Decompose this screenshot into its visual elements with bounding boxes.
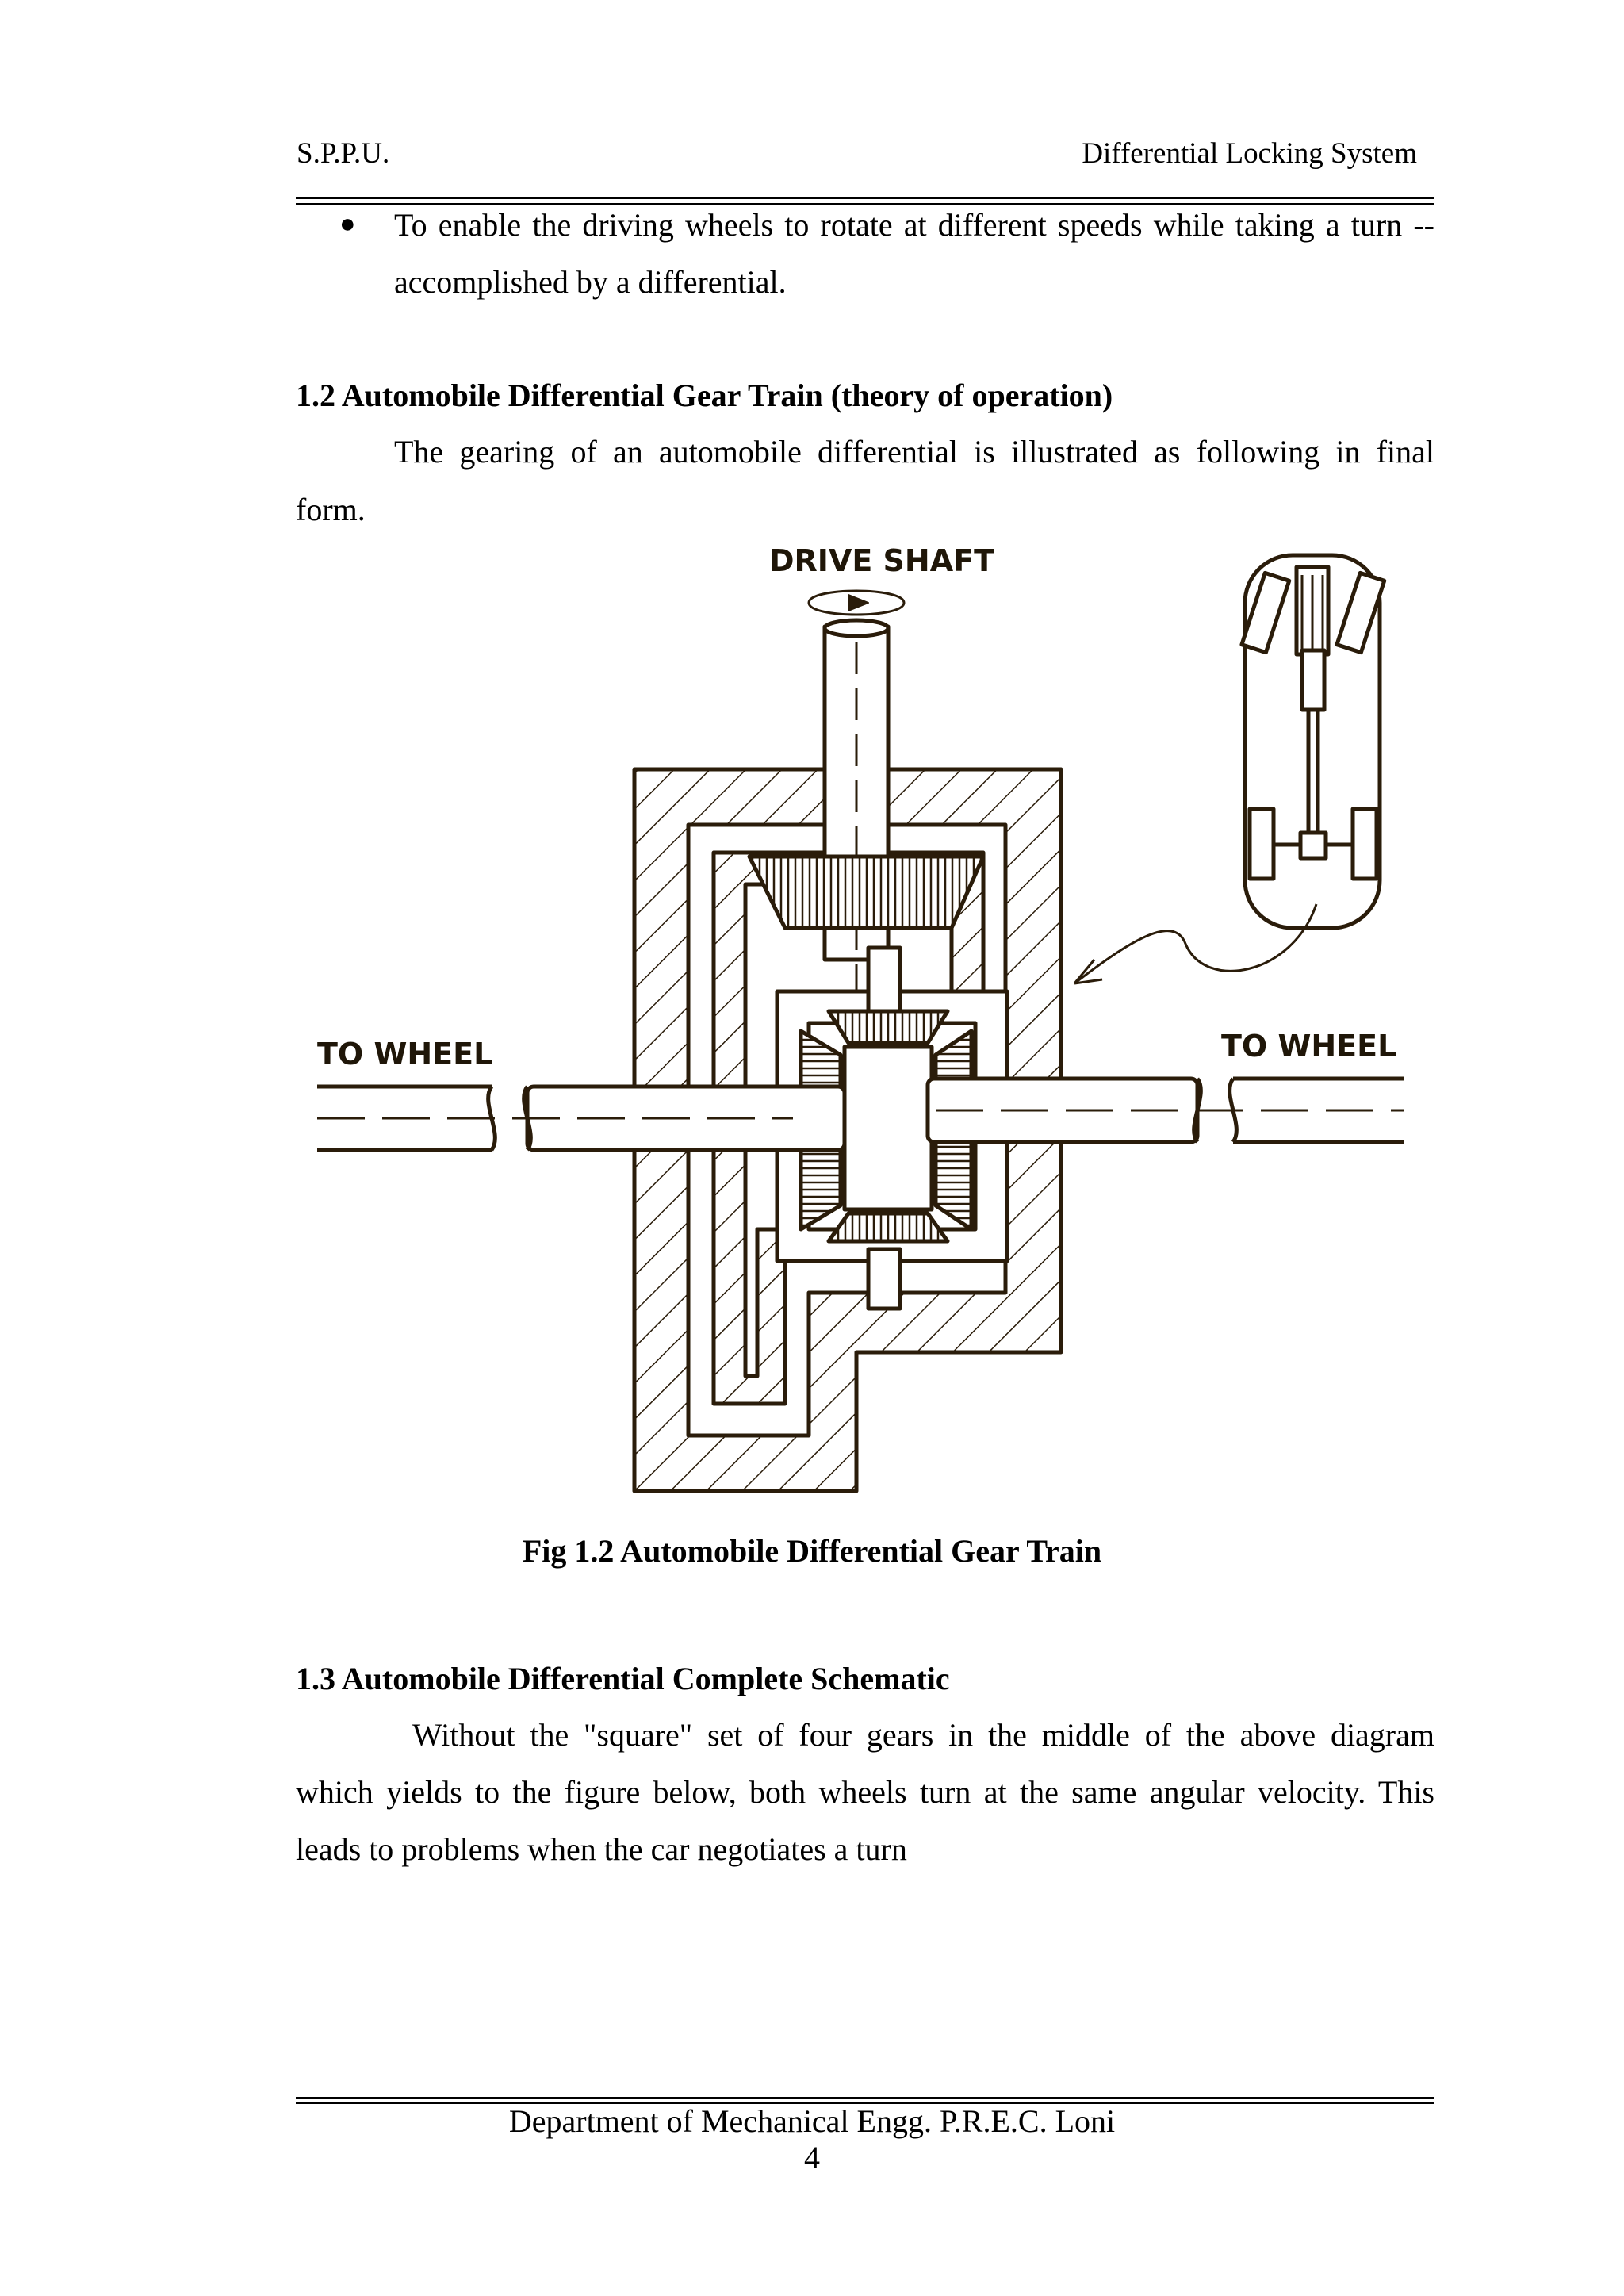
section-1-3-line-2: which yields to the figure below, both w… bbox=[296, 1774, 1434, 1810]
header-title: Differential Locking System bbox=[1082, 137, 1417, 170]
page-header: S.P.P.U. Differential Locking System bbox=[297, 136, 1426, 176]
left-axle-stub bbox=[317, 1084, 492, 1152]
leader-arrow bbox=[1074, 903, 1318, 985]
section-1-2-line-1: The gearing of an automobile differentia… bbox=[394, 434, 1434, 470]
header-rule-bottom bbox=[296, 203, 1434, 205]
spider-gear-bottom bbox=[826, 1211, 950, 1244]
bullet-line-1: To enable the driving wheels to rotate a… bbox=[394, 207, 1434, 243]
section-1-2-line-2: form. bbox=[296, 492, 366, 527]
bullet-line-2: accomplished by a differential. bbox=[394, 264, 787, 300]
footer-rule-top bbox=[296, 2097, 1434, 2099]
section-1-3-line-3: leads to problems when the car negotiate… bbox=[296, 1831, 907, 1867]
ring-gear bbox=[747, 854, 986, 930]
section-1-3-heading: 1.3 Automobile Differential Complete Sch… bbox=[296, 1661, 950, 1696]
figure-caption: Fig 1.2 Automobile Differential Gear Tra… bbox=[522, 1533, 1102, 1569]
right-axle-stub bbox=[1233, 1076, 1404, 1144]
to-wheel-right-label: TO WHEEL bbox=[1221, 1029, 1396, 1064]
section-1-2-heading: 1.2 Automobile Differential Gear Train (… bbox=[296, 378, 1113, 413]
header-rule-top bbox=[296, 197, 1434, 199]
spider-gear-top bbox=[826, 1009, 950, 1045]
to-wheel-left-label: TO WHEEL bbox=[317, 1037, 492, 1071]
footer-department: Department of Mechanical Engg. P.R.E.C. … bbox=[508, 2103, 1116, 2139]
footer-rule-bottom bbox=[296, 2102, 1434, 2104]
header-university: S.P.P.U. bbox=[297, 137, 390, 170]
drive-shaft-label: DRIVE SHAFT bbox=[769, 543, 994, 578]
differential-gear-train-diagram: DRIVE SHAFT TO WHEEL TO WHEEL bbox=[301, 531, 1411, 1515]
car-top-view-icon bbox=[1239, 553, 1387, 930]
section-1-3-line-1: Without the "square" set of four gears i… bbox=[412, 1717, 1434, 1753]
housing-outer bbox=[632, 767, 1063, 1493]
bullet-marker: ● bbox=[339, 209, 356, 239]
page-number: 4 bbox=[804, 2140, 820, 2175]
